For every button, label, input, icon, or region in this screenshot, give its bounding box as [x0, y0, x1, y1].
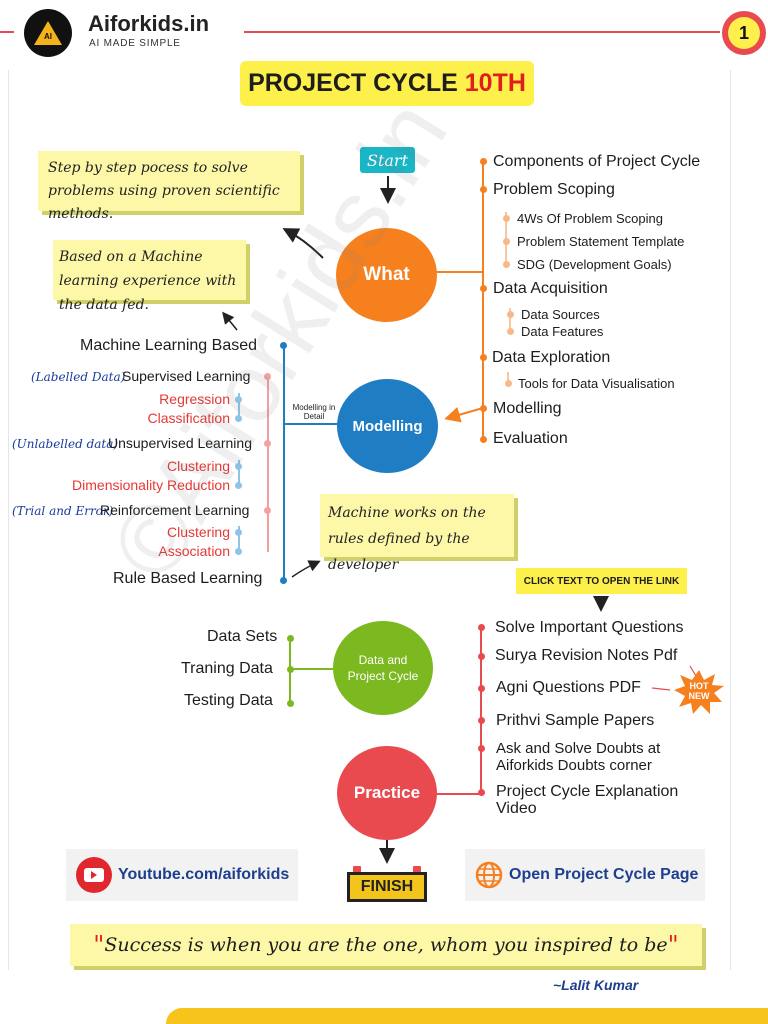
youtube-link[interactable]: Youtube.com/aiforkids: [66, 849, 298, 901]
what-subitem[interactable]: 4Ws Of Problem Scoping: [517, 211, 663, 226]
what-subitem[interactable]: Problem Statement Template: [517, 234, 685, 249]
youtube-icon: [76, 857, 112, 893]
what-subitem[interactable]: SDG (Development Goals): [517, 257, 672, 272]
practice-link[interactable]: Solve Important Questions: [495, 619, 684, 636]
what-subitem[interactable]: Tools for Data Visualisation: [518, 376, 675, 391]
unsupervised-label: Unsupervised Learning: [108, 435, 252, 451]
what-item[interactable]: Data Exploration: [492, 349, 611, 366]
supervised-sub: Classification: [147, 410, 230, 426]
open-page-label[interactable]: Open Project Cycle Page: [509, 866, 699, 883]
quote-text: Success is when you are the one, whom yo…: [104, 934, 668, 956]
practice-link[interactable]: Prithvi Sample Papers: [496, 712, 655, 729]
logo-text: AI: [44, 32, 52, 41]
practice-circle: Practice: [337, 746, 437, 840]
practice-link[interactable]: Project Cycle Explanation Video: [496, 783, 679, 817]
what-subitem[interactable]: Data Sources: [521, 307, 600, 322]
reinforcement-note: (Trial and Error): [12, 504, 114, 518]
title-accent: 10TH: [464, 69, 526, 97]
footer-bar: [166, 1008, 768, 1024]
quote-author: ~Lalit Kumar: [553, 977, 639, 993]
click-hint: CLICK TEXT TO OPEN THE LINK: [516, 568, 687, 594]
ml-note: Based on a Machine learning experience w…: [53, 240, 246, 313]
youtube-label[interactable]: Youtube.com/aiforkids: [118, 866, 290, 883]
what-item[interactable]: Evaluation: [493, 430, 568, 447]
what-note: Step by step pocess to solve problems us…: [38, 151, 300, 222]
what-circle: What: [336, 228, 437, 322]
page-title: PROJECT CYCLE 10TH: [240, 61, 534, 106]
practice-link[interactable]: Surya Revision Notes Pdf: [495, 647, 678, 664]
page-number-badge: 1: [722, 11, 766, 55]
modelling-link-arrow: [444, 407, 484, 423]
header-rule-right: [244, 31, 720, 33]
modelling-detail-label: Modelling in Detail: [292, 403, 336, 421]
header-rule-left: [0, 31, 14, 33]
frame-left: [8, 70, 9, 970]
reinforcement-label: Reinforcement Learning: [100, 502, 250, 518]
reinforcement-sub: Association: [158, 543, 230, 559]
ml-to-note-arrow: [222, 311, 238, 331]
unsupervised-sub: Dimensionality Reduction: [72, 477, 230, 493]
rule-note: Machine works on the rules defined by th…: [320, 494, 514, 573]
reinforcement-sub: Clustering: [166, 524, 230, 540]
supervised-label: Supervised Learning: [122, 368, 251, 384]
brand-tagline: AI MADE SIMPLE: [89, 38, 181, 49]
what-subitem[interactable]: Data Features: [521, 324, 604, 339]
what-to-note-arrow: [282, 228, 324, 259]
data-cycle-item: Traning Data: [181, 660, 273, 677]
brand-name[interactable]: Aiforkids.in: [88, 11, 210, 36]
what-item[interactable]: Data Acquisition: [493, 280, 608, 297]
practice-link[interactable]: Ask and Solve Doubts at Aiforkids Doubts…: [496, 740, 661, 774]
title-main: PROJECT CYCLE: [248, 69, 465, 97]
rule-based-label: Rule Based Learning: [113, 570, 263, 587]
data-cycle-item: Data Sets: [207, 628, 278, 645]
ml-based-label: Machine Learning Based: [80, 337, 258, 354]
hot-new-badge: HOT NEW: [674, 670, 724, 714]
what-item[interactable]: Modelling: [493, 400, 562, 417]
unsupervised-sub: Clustering: [166, 458, 230, 474]
finish-label: FINISH: [347, 872, 427, 902]
finish-sign: FINISH: [347, 866, 427, 904]
open-page-link[interactable]: Open Project Cycle Page: [465, 849, 705, 901]
logo-triangle-icon: [34, 21, 62, 45]
starburst-icon: [674, 670, 724, 714]
quote-banner: " Success is when you are the one, whom …: [70, 924, 702, 966]
supervised-note: (Labelled Data): [31, 370, 126, 384]
data-cycle-circle: Data and Project Cycle: [333, 621, 433, 715]
page-number: 1: [738, 22, 749, 43]
data-cycle-item: Testing Data: [184, 692, 273, 709]
what-item[interactable]: Problem Scoping: [493, 181, 615, 198]
rule-to-note-arrow: [291, 560, 321, 578]
practice-link[interactable]: Agni Questions PDF: [496, 679, 641, 696]
what-item[interactable]: Components of Project Cycle: [493, 153, 701, 170]
frame-right: [730, 70, 731, 970]
site-logo[interactable]: AI: [24, 9, 72, 57]
unsupervised-note: (Unlabelled data): [12, 437, 119, 451]
globe-icon: [475, 861, 503, 889]
start-label: Start: [360, 147, 415, 173]
modelling-circle: Modelling: [337, 379, 438, 473]
supervised-sub: Regression: [159, 391, 230, 407]
